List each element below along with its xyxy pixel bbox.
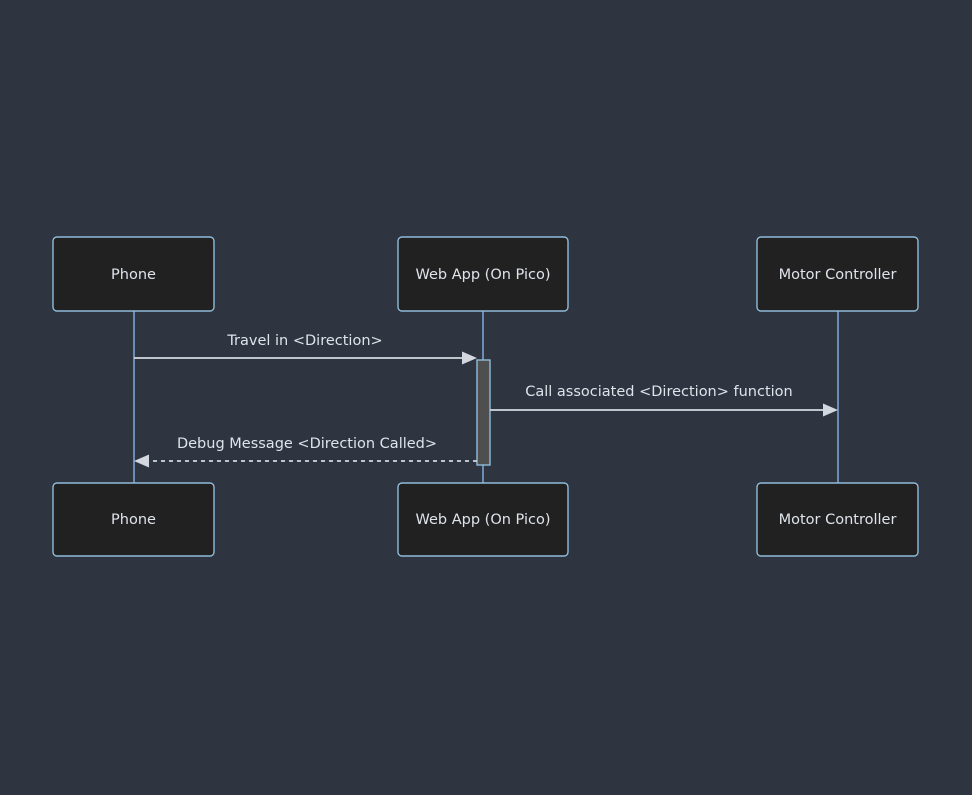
- actor-rect-phone-top[interactable]: [52, 236, 215, 312]
- actor-box-webapp-bottom[interactable]: Web App (On Pico): [397, 482, 569, 557]
- actor-box-phone-top[interactable]: Phone: [52, 236, 215, 312]
- actor-rect-webapp-top[interactable]: [397, 236, 569, 312]
- activation-bar-webapp: [476, 359, 491, 466]
- actor-label-motor-bottom: Motor Controller: [779, 512, 897, 528]
- actor-box-webapp-top[interactable]: Web App (On Pico): [397, 236, 569, 312]
- activation-group: [476, 359, 491, 466]
- actor-rect-webapp-bottom[interactable]: [397, 482, 569, 557]
- actor-label-webapp-bottom: Web App (On Pico): [416, 512, 551, 528]
- actor-rect-phone-bottom[interactable]: [52, 482, 215, 557]
- actor-rect-motor-bottom[interactable]: [756, 482, 919, 557]
- arrowhead-call-function-icon: [823, 403, 838, 417]
- actor-label-motor-top: Motor Controller: [779, 267, 897, 283]
- arrowhead-debug-icon: [134, 454, 149, 468]
- actor-rect-motor-top[interactable]: [756, 236, 919, 312]
- actor-box-motor-top[interactable]: Motor Controller: [756, 236, 919, 312]
- actor-box-motor-bottom[interactable]: Motor Controller: [756, 482, 919, 557]
- message-call-associated-function: Call associated <Direction> function: [490, 384, 838, 417]
- message-debug-message: Debug Message <Direction Called>: [134, 436, 477, 468]
- message-label-debug: Debug Message <Direction Called>: [177, 436, 437, 452]
- actor-label-phone-bottom: Phone: [111, 512, 156, 528]
- actor-label-webapp-top: Web App (On Pico): [416, 267, 551, 283]
- arrowhead-travel-icon: [462, 351, 477, 365]
- message-label-travel: Travel in <Direction>: [226, 333, 382, 349]
- actor-box-phone-bottom[interactable]: Phone: [52, 482, 215, 557]
- actor-label-phone-top: Phone: [111, 267, 156, 283]
- message-label-call-function: Call associated <Direction> function: [525, 384, 793, 400]
- message-travel-in-direction: Travel in <Direction>: [134, 333, 477, 365]
